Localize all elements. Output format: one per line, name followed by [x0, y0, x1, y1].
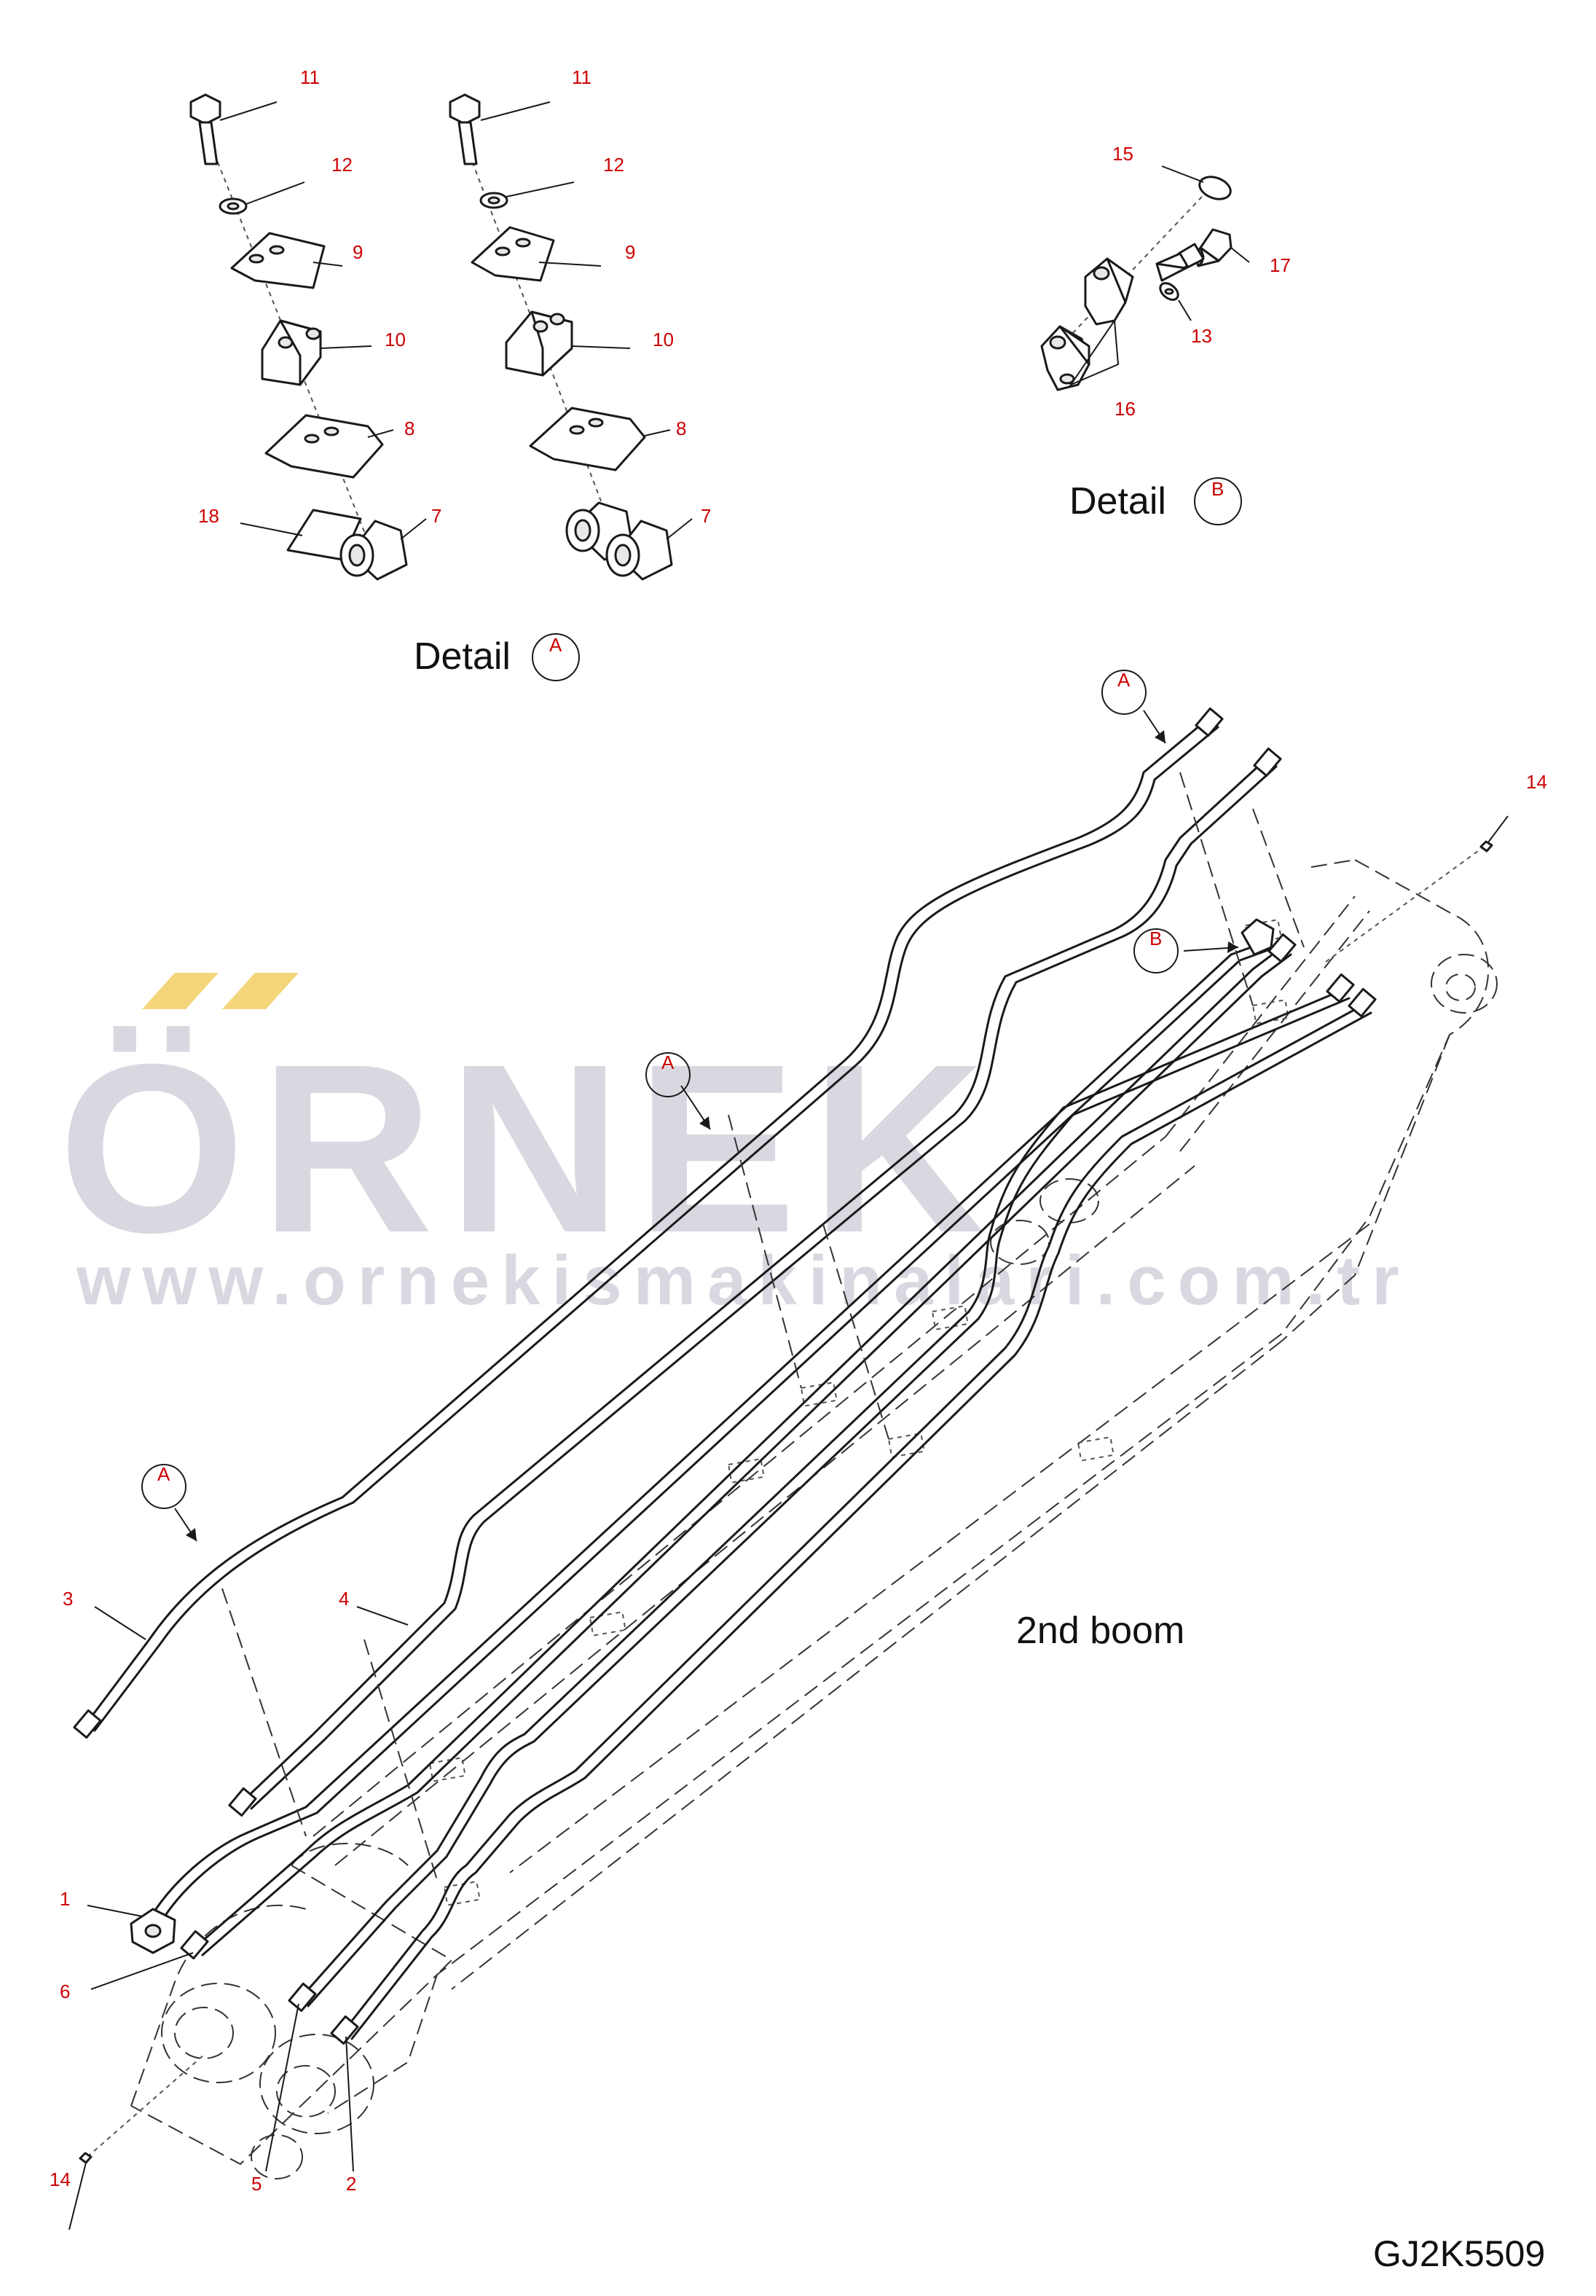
part-number: 10 — [385, 329, 406, 350]
centerline-14 — [68, 815, 1509, 2230]
watermark-url: www.ornekismakinalari.com.tr — [76, 1242, 1411, 1320]
callout-arrows — [174, 710, 1239, 1542]
watermark: ÖRNEK www.ornekismakinalari.com.tr — [58, 973, 1411, 1320]
detail-b-numbers: 15 17 13 16 — [1112, 143, 1291, 420]
part-number: 8 — [404, 418, 414, 439]
part-number: 2 — [346, 2173, 356, 2195]
part-number: 5 — [251, 2173, 262, 2195]
part-number: 1 — [60, 1888, 70, 1910]
detail-b-caption: Detail B — [1069, 477, 1242, 525]
part-number: 3 — [63, 1588, 73, 1610]
callout-circles: A A A B — [141, 669, 1179, 1509]
assembly-label: 2nd boom — [1016, 1610, 1184, 1652]
part-number: 18 — [198, 505, 219, 527]
part-number: 12 — [331, 154, 353, 176]
detail-a-right-stack — [449, 93, 673, 581]
callout-letter: A — [661, 1051, 675, 1073]
part-number: 13 — [1191, 325, 1212, 347]
callout-letter: A — [157, 1463, 170, 1485]
detail-b-label: Detail — [1069, 480, 1166, 522]
pipe-dash-leaders — [221, 772, 1305, 1881]
callout-letter: A — [1117, 669, 1131, 691]
part-number: 11 — [572, 66, 591, 88]
pipes — [82, 716, 1372, 2040]
part-number: 12 — [603, 154, 624, 176]
part-number: 4 — [339, 1588, 349, 1610]
watermark-brand: ÖRNEK — [58, 1014, 999, 1282]
part-number: 14 — [1526, 771, 1547, 793]
detail-a-leaders — [219, 101, 693, 540]
part-number: 14 — [50, 2168, 71, 2190]
detail-a-caption: Detail A — [414, 633, 580, 681]
detail-a-numbers: 11 12 9 10 8 18 7 11 12 9 10 8 7 — [198, 66, 711, 527]
watermark-accent-left — [142, 973, 219, 1009]
detail-a-label: Detail — [414, 635, 511, 678]
main-leaders — [87, 1606, 409, 2172]
part-number: 9 — [353, 241, 363, 263]
detail-b-circle-letter: B — [1211, 478, 1224, 500]
detail-b-parts — [1040, 176, 1233, 391]
watermark-accent-right — [222, 973, 299, 1009]
detail-a-circle-letter: A — [549, 634, 562, 656]
drawing-code: GJ2K5509 — [1373, 2233, 1545, 2274]
part-number: 10 — [653, 329, 674, 350]
part-number: 9 — [625, 241, 635, 263]
main-numbers: 14 14 3 4 1 6 5 2 — [50, 771, 1547, 2195]
part-number: 17 — [1270, 254, 1291, 276]
part-number: 15 — [1112, 143, 1133, 165]
callout-letter: B — [1149, 928, 1162, 949]
part-number: 7 — [701, 505, 711, 527]
part-number: 16 — [1115, 398, 1136, 420]
detail-a-left-stack — [189, 93, 408, 581]
part-number: 11 — [300, 66, 320, 88]
part-number: 6 — [60, 1980, 70, 2002]
detail-b-leaders — [1161, 165, 1250, 321]
pipe-fittings — [73, 707, 1377, 2045]
part-number: 8 — [676, 418, 686, 439]
part-number: 7 — [431, 505, 441, 527]
